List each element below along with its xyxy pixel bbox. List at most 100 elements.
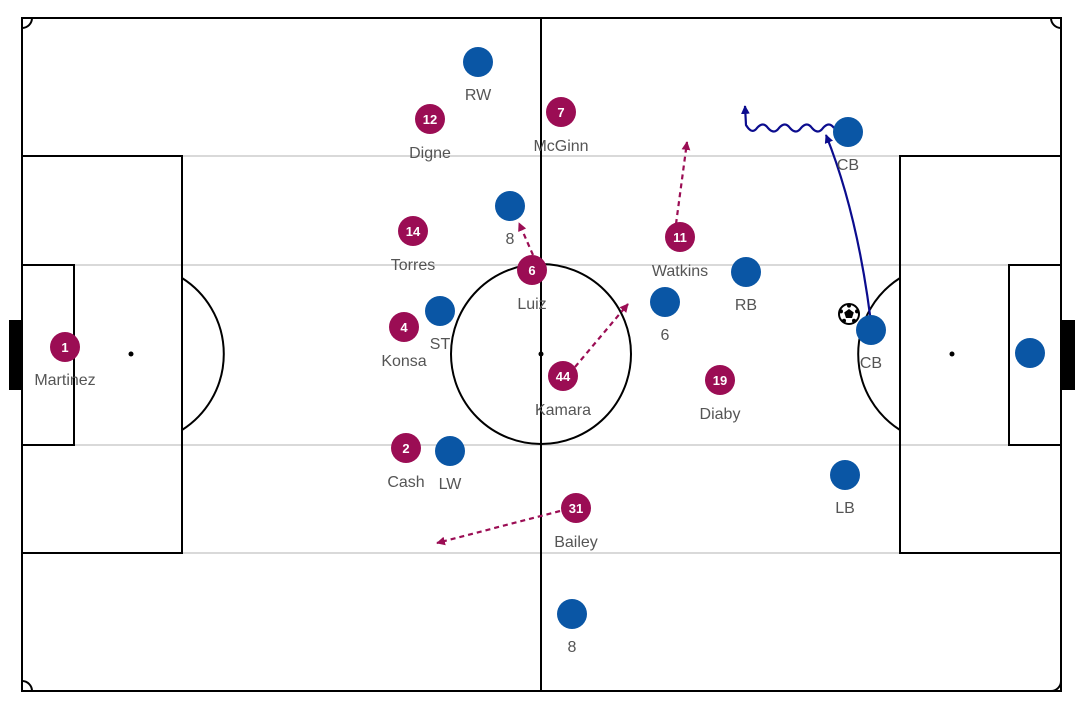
centre-spot: [538, 351, 544, 357]
home-player-marker: [50, 332, 80, 362]
corner-arc: [21, 17, 33, 29]
away-player-marker: [830, 460, 860, 490]
away-player-label: ST: [430, 336, 451, 353]
home-player-mcginn[interactable]: 7 McGinn: [533, 97, 589, 155]
home-player-martinez[interactable]: 1 Martinez: [34, 332, 96, 389]
home-player-marker: [415, 104, 445, 134]
away-player-label: RB: [735, 297, 757, 314]
corner-arc: [1050, 17, 1062, 29]
home-player-marker: [561, 493, 591, 523]
home-player-name: Martinez: [34, 372, 95, 389]
home-player-number: 4: [400, 320, 408, 335]
away-player-8-bottom[interactable]: 8: [557, 599, 587, 656]
home-player-number: 19: [713, 373, 727, 388]
home-player-name: Kamara: [535, 402, 591, 419]
away-player-label: LB: [835, 500, 855, 517]
soccer-ball-icon: [838, 303, 860, 325]
away-player-marker: [833, 117, 863, 147]
home-player-name: Konsa: [381, 353, 426, 370]
home-player-name: Bailey: [554, 534, 598, 551]
away-player-6[interactable]: 6: [650, 287, 680, 344]
run-arrow-kamara: [574, 303, 629, 368]
home-player-name: Digne: [409, 145, 451, 162]
left-penalty-box: [21, 155, 183, 554]
away-player-marker: [425, 296, 455, 326]
away-player-st[interactable]: ST: [425, 296, 455, 353]
away-player-cb-top[interactable]: CB: [833, 117, 863, 174]
away-player-rb[interactable]: RB: [731, 257, 761, 314]
away-player-marker: [650, 287, 680, 317]
home-player-name: Watkins: [652, 263, 708, 280]
away-player-label: 6: [661, 327, 670, 344]
dribble-arrow: [741, 105, 835, 133]
away-player-marker: [463, 47, 493, 77]
right-penalty-arc: [857, 277, 901, 431]
home-player-number: 2: [402, 441, 409, 456]
left-penalty-arc: [181, 277, 225, 431]
home-player-marker: [389, 312, 419, 342]
home-player-marker: [517, 255, 547, 285]
run-arrow-luiz: [517, 222, 535, 256]
corner-arc: [1050, 680, 1062, 692]
home-player-diaby[interactable]: 19 Diaby: [700, 365, 741, 423]
run-arrow-bailey: [436, 509, 561, 546]
away-player-marker: [731, 257, 761, 287]
home-player-number: 1: [61, 340, 68, 355]
home-player-watkins[interactable]: 11 Watkins: [652, 222, 708, 280]
away-player-lb[interactable]: LB: [830, 460, 860, 517]
home-player-name: Luiz: [517, 296, 546, 313]
away-team: RW 8 ST LW 8 6 RB CB: [425, 47, 1045, 656]
home-player-marker: [665, 222, 695, 252]
away-player-label: CB: [837, 157, 859, 174]
home-player-name: Torres: [391, 257, 435, 274]
home-player-name: Diaby: [700, 406, 741, 423]
away-player-cb-ball[interactable]: CB: [856, 315, 886, 372]
home-player-number: 12: [423, 112, 437, 127]
run-arrow-watkins: [674, 141, 691, 225]
home-player-number: 14: [406, 224, 421, 239]
home-player-digne[interactable]: 12 Digne: [409, 104, 451, 162]
away-player-label: 8: [506, 231, 515, 248]
left-goal: [9, 320, 22, 390]
away-player-gk[interactable]: [1015, 338, 1045, 368]
away-player-marker: [557, 599, 587, 629]
home-player-number: 7: [557, 105, 564, 120]
home-team: 1 Martinez 12 Digne 14 Torres 4 Konsa 2 …: [34, 97, 740, 551]
away-player-rw[interactable]: RW: [463, 47, 493, 104]
home-player-name: Cash: [387, 474, 424, 491]
left-penalty-spot: [128, 351, 134, 357]
away-player-marker: [1015, 338, 1045, 368]
away-player-label: 8: [568, 639, 577, 656]
away-player-marker: [856, 315, 886, 345]
away-player-lw[interactable]: LW: [435, 436, 465, 493]
home-player-marker: [398, 216, 428, 246]
home-player-name: McGinn: [533, 138, 588, 155]
home-player-marker: [548, 361, 578, 391]
right-six-yard-box: [1008, 264, 1062, 446]
home-player-cash[interactable]: 2 Cash: [387, 433, 425, 491]
home-player-number: 31: [569, 501, 583, 516]
away-player-marker: [435, 436, 465, 466]
home-player-kamara[interactable]: 44 Kamara: [535, 361, 591, 419]
home-player-number: 44: [556, 369, 571, 384]
home-player-marker: [546, 97, 576, 127]
corner-arc: [21, 680, 33, 692]
away-player-label: CB: [860, 355, 882, 372]
home-player-bailey[interactable]: 31 Bailey: [554, 493, 598, 551]
home-player-marker: [705, 365, 735, 395]
home-player-torres[interactable]: 14 Torres: [391, 216, 435, 274]
pass-arrow: [824, 134, 875, 341]
away-player-label: LW: [439, 476, 463, 493]
home-player-number: 11: [673, 230, 687, 245]
home-player-number: 6: [528, 263, 535, 278]
away-player-label: RW: [465, 87, 492, 104]
right-goal: [1062, 320, 1075, 390]
movement-arrows: [436, 105, 875, 546]
right-penalty-spot: [949, 351, 955, 357]
home-player-luiz[interactable]: 6 Luiz: [517, 255, 547, 313]
away-player-marker: [495, 191, 525, 221]
home-player-konsa[interactable]: 4 Konsa: [381, 312, 427, 370]
away-player-8-top[interactable]: 8: [495, 191, 525, 248]
home-player-marker: [391, 433, 421, 463]
